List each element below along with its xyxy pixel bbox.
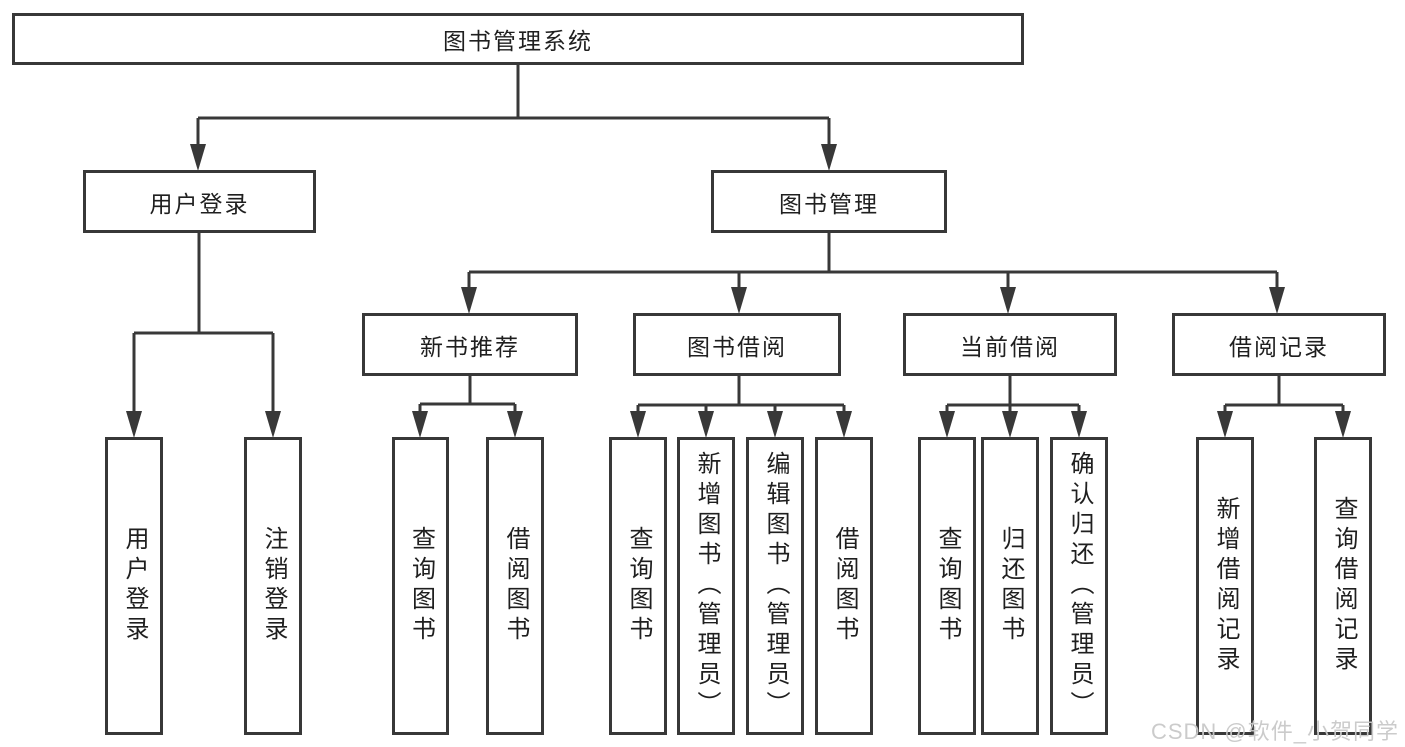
node-new-book-recommend: 新书推荐 bbox=[362, 313, 578, 376]
leaf-borrow-books-recommend: 借阅图书 bbox=[486, 437, 544, 735]
arrow-down-icon bbox=[190, 144, 206, 171]
leaf-return-books-label: 归还图书 bbox=[997, 526, 1024, 646]
arrow-down-icon bbox=[821, 144, 837, 171]
node-user-login-label: 用户登录 bbox=[149, 190, 250, 217]
leaf-query-books-current-label: 查询图书 bbox=[934, 526, 961, 646]
arrow-down-icon bbox=[265, 411, 281, 438]
arrow-down-icon bbox=[1071, 411, 1087, 438]
arrow-down-icon bbox=[836, 411, 852, 438]
node-root-label: 图书管理系统 bbox=[443, 28, 593, 54]
arrow-down-icon bbox=[767, 411, 783, 438]
node-book-borrow-label: 图书借阅 bbox=[687, 333, 787, 360]
node-new-book-recommend-label: 新书推荐 bbox=[420, 333, 520, 360]
node-book-management: 图书管理 bbox=[711, 170, 947, 233]
leaf-borrow-books-label: 借阅图书 bbox=[831, 526, 858, 646]
leaf-logout-login-label: 注销登录 bbox=[260, 526, 287, 646]
node-borrow-records: 借阅记录 bbox=[1172, 313, 1386, 376]
arrow-down-icon bbox=[1000, 287, 1016, 314]
node-user-login: 用户登录 bbox=[83, 170, 316, 233]
leaf-user-login-label: 用户登录 bbox=[121, 526, 148, 646]
node-root: 图书管理系统 bbox=[12, 13, 1024, 65]
leaf-query-books-borrow: 查询图书 bbox=[609, 437, 667, 735]
node-book-management-label: 图书管理 bbox=[779, 190, 879, 217]
leaf-user-login: 用户登录 bbox=[105, 437, 163, 735]
arrow-down-icon bbox=[412, 411, 428, 438]
node-book-borrow: 图书借阅 bbox=[633, 313, 841, 376]
arrow-down-icon bbox=[1217, 411, 1233, 438]
leaf-query-books-recommend: 查询图书 bbox=[392, 437, 449, 735]
leaf-add-borrow-record: 新增借阅记录 bbox=[1196, 437, 1254, 735]
leaf-edit-books-admin-label: 编辑图书（管理员） bbox=[762, 451, 789, 721]
node-current-borrow: 当前借阅 bbox=[903, 313, 1117, 376]
leaf-query-borrow-record-label: 查询借阅记录 bbox=[1330, 496, 1357, 676]
leaf-logout-login: 注销登录 bbox=[244, 437, 302, 735]
leaf-return-books: 归还图书 bbox=[981, 437, 1039, 735]
arrow-down-icon bbox=[1335, 411, 1351, 438]
arrow-down-icon bbox=[507, 411, 523, 438]
watermark: CSDN @软件_小贺同学 bbox=[1150, 719, 1399, 744]
leaf-add-books-admin-label: 新增图书（管理员） bbox=[693, 451, 720, 721]
arrow-down-icon bbox=[126, 411, 142, 438]
leaf-add-borrow-record-label: 新增借阅记录 bbox=[1212, 496, 1239, 676]
arrow-down-icon bbox=[461, 287, 477, 314]
arrow-down-icon bbox=[1269, 287, 1285, 314]
leaf-query-books-borrow-label: 查询图书 bbox=[625, 526, 652, 646]
leaf-borrow-books-recommend-label: 借阅图书 bbox=[502, 526, 529, 646]
leaf-edit-books-admin: 编辑图书（管理员） bbox=[746, 437, 804, 735]
arrow-down-icon bbox=[698, 411, 714, 438]
arrow-down-icon bbox=[1002, 411, 1018, 438]
leaf-query-books-current: 查询图书 bbox=[918, 437, 976, 735]
arrow-down-icon bbox=[731, 287, 747, 314]
leaf-query-borrow-record: 查询借阅记录 bbox=[1314, 437, 1372, 735]
arrow-down-icon bbox=[630, 411, 646, 438]
node-borrow-records-label: 借阅记录 bbox=[1229, 333, 1329, 360]
leaf-add-books-admin: 新增图书（管理员） bbox=[677, 437, 735, 735]
leaf-confirm-return-admin: 确认归还（管理员） bbox=[1050, 437, 1108, 735]
leaf-borrow-books: 借阅图书 bbox=[815, 437, 873, 735]
node-current-borrow-label: 当前借阅 bbox=[960, 333, 1060, 360]
leaf-confirm-return-admin-label: 确认归还（管理员） bbox=[1066, 451, 1093, 721]
leaf-query-books-recommend-label: 查询图书 bbox=[407, 526, 435, 646]
arrow-down-icon bbox=[939, 411, 955, 438]
